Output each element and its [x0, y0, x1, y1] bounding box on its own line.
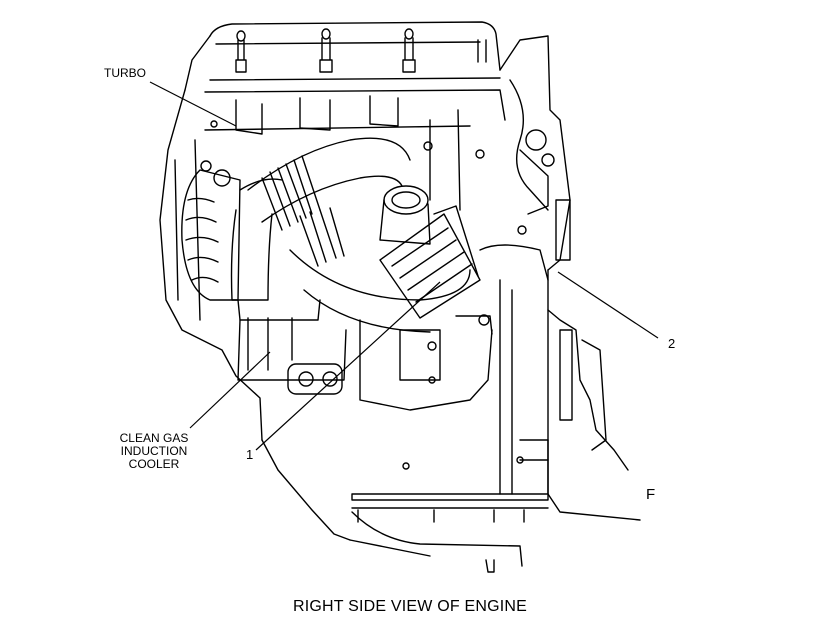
- valve-cover: [184, 21, 501, 91]
- turbo-callout: TURBO: [104, 66, 146, 80]
- front-cover: [423, 35, 571, 271]
- clean-gas-induction-cooler: [379, 205, 549, 319]
- intake-pipe: [230, 137, 471, 333]
- leader-1: [255, 281, 441, 451]
- fasteners: [210, 120, 527, 470]
- figure-caption: RIGHT SIDE VIEW OF ENGINE: [292, 598, 528, 615]
- elbow-flange: [379, 185, 431, 245]
- callout-line: CLEAN GAS: [119, 431, 189, 445]
- item-2-callout: 2: [668, 336, 676, 351]
- engine-block-left: [159, 89, 351, 541]
- clean-gas-induction-cooler-callout: CLEAN GAS INDUCTION COOLER: [108, 432, 200, 471]
- edge-mark: F: [646, 486, 656, 503]
- flywheel-housing: [499, 269, 641, 521]
- injector-studs: [235, 28, 487, 73]
- exhaust-manifold: [204, 89, 506, 135]
- item-1-callout: 1: [246, 447, 254, 462]
- leader-2: [557, 271, 659, 339]
- callout-line: INDUCTION: [120, 444, 188, 458]
- leader-cooler: [189, 351, 271, 429]
- oil-pan: [349, 493, 549, 573]
- lower-block: [237, 299, 493, 411]
- leader-lines: [149, 81, 659, 451]
- leader-turbo: [149, 81, 237, 127]
- callout-line: COOLER: [128, 457, 180, 471]
